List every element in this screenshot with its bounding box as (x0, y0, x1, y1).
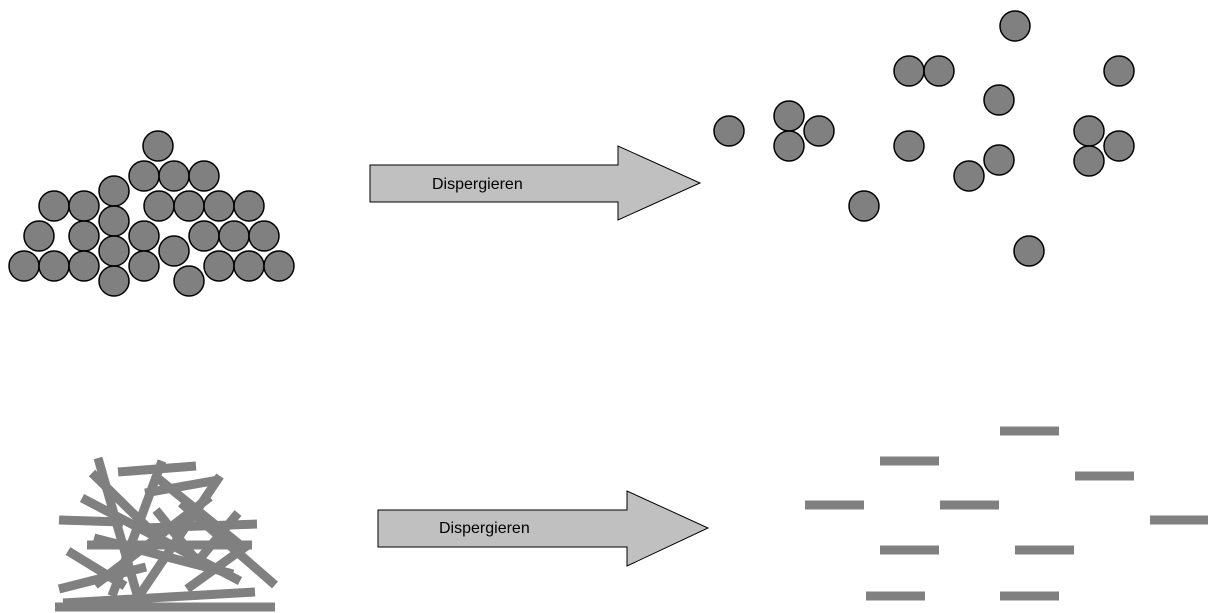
particle (803, 115, 835, 147)
dispersed-spheres (713, 10, 1135, 267)
particle (1103, 130, 1135, 162)
particle (218, 220, 250, 252)
particle (8, 250, 40, 282)
rod (62, 587, 256, 608)
particle (1073, 115, 1105, 147)
particle (68, 250, 100, 282)
particle (1013, 235, 1045, 267)
particle (188, 220, 220, 252)
particle (999, 10, 1031, 42)
arrow-shape (369, 145, 702, 221)
agglomerated-spheres (8, 130, 295, 297)
particle (158, 160, 190, 192)
particle (128, 160, 160, 192)
particle (263, 250, 295, 282)
particle (203, 250, 235, 282)
entangled-rods (55, 456, 278, 612)
rod (142, 519, 258, 533)
particle (848, 190, 880, 222)
particle (923, 55, 955, 87)
dispersion-arrow-top: Dispergieren (369, 145, 702, 221)
particle (38, 190, 70, 222)
particle (23, 220, 55, 252)
particle (128, 220, 160, 252)
particle (203, 190, 235, 222)
particle (38, 250, 70, 282)
particle (983, 144, 1015, 176)
particle (128, 250, 160, 282)
particle (713, 115, 745, 147)
particle (98, 265, 130, 297)
particle (68, 190, 100, 222)
dispersed-rods (805, 426, 1208, 601)
arrow-label: Dispergieren (432, 176, 523, 193)
rod (65, 547, 128, 590)
particle (248, 220, 280, 252)
particle (68, 220, 100, 252)
particle (233, 250, 265, 282)
particle (893, 55, 925, 87)
rod (117, 461, 197, 477)
particle (233, 190, 265, 222)
particle (173, 190, 205, 222)
dispersion-arrow-bottom: Dispergieren (377, 490, 710, 567)
particle (1073, 145, 1105, 177)
particle (773, 130, 805, 162)
rod (178, 499, 278, 589)
particle (773, 100, 805, 132)
particle (1103, 55, 1135, 87)
particle (143, 190, 175, 222)
rod (144, 475, 219, 498)
particle (893, 130, 925, 162)
particle (953, 160, 985, 192)
particle (98, 175, 130, 207)
particle (98, 235, 130, 267)
rod (58, 515, 124, 527)
particle (188, 160, 220, 192)
particle (173, 265, 205, 297)
particle (142, 130, 174, 162)
arrow-shape (377, 490, 710, 567)
particle (158, 235, 190, 267)
rod (152, 507, 205, 569)
particle (983, 84, 1015, 116)
particle (98, 205, 130, 237)
arrow-label: Dispergieren (439, 520, 530, 537)
rod (88, 469, 152, 532)
